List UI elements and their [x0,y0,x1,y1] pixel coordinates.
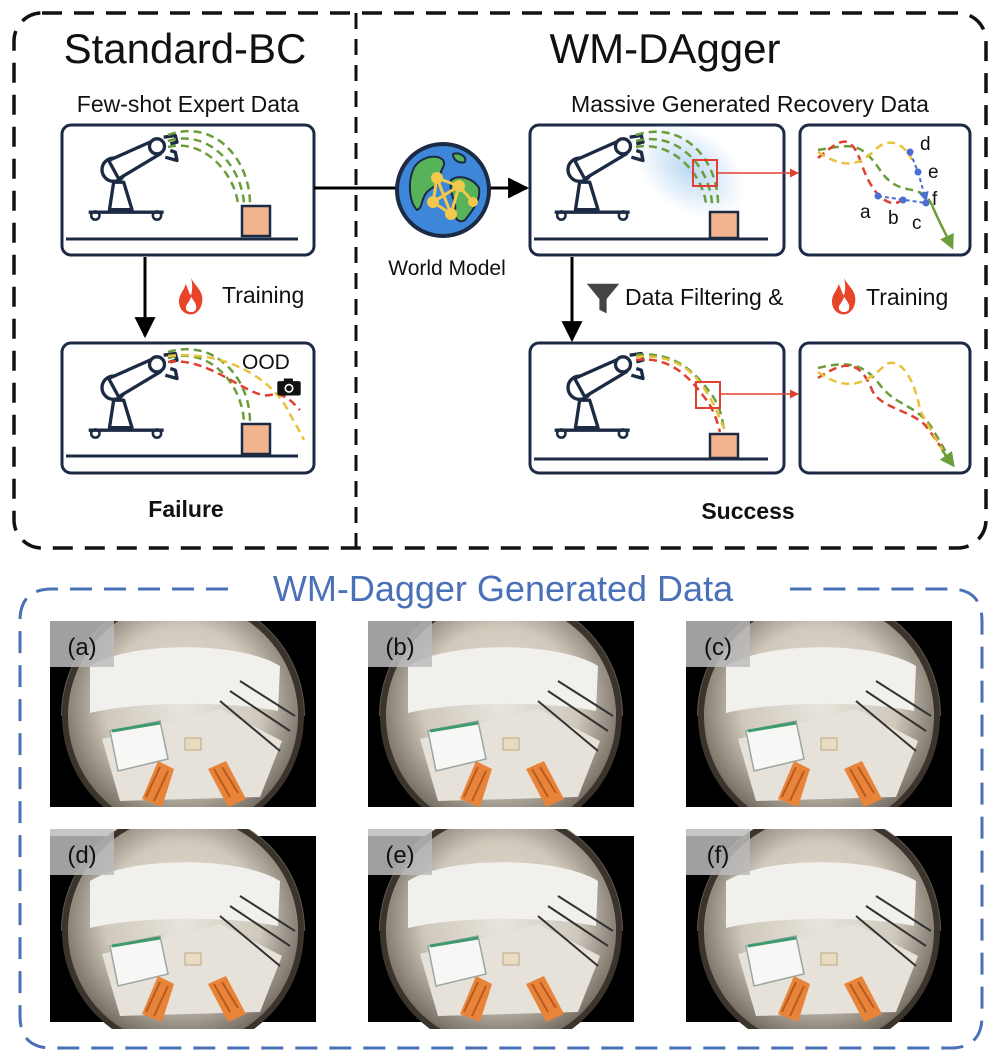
frame-label-e: (e) [385,842,414,869]
fire-icon [179,277,203,315]
few-shot-label: Few-shot Expert Data [77,91,300,117]
success-label: Success [701,498,794,524]
filter-label: Data Filtering & [625,284,784,310]
funnel-icon [586,283,620,314]
generated-data-panel [528,121,786,257]
method-container [12,11,988,550]
success-panel [528,341,786,475]
point-label-e: e [928,162,939,183]
training-label-left: Training [222,282,304,308]
frame-label-a: (a) [67,634,96,661]
training-label-right: Training [866,284,948,310]
ood-label: OOD [242,351,290,374]
gallery-container [18,587,984,1050]
point-label-c: c [912,213,922,234]
recovery-zoom-panel: a b c d e f [798,123,972,257]
frame-f: (f) [686,829,952,1049]
point-label-b: b [888,208,899,229]
frame-e: (e) [368,829,634,1049]
globe-icon [395,142,491,238]
frame-label-f: (f) [707,842,730,869]
gallery-title: WM-Dagger Generated Data [273,568,734,609]
ood-panel: OOD [60,341,316,475]
point-label-f: f [932,189,938,210]
frame-d: (d) [50,829,316,1049]
frame-c: (c) [686,621,952,834]
point-label-a: a [860,202,871,223]
failure-label: Failure [148,496,223,522]
expert-data-panel [60,123,316,257]
standard-bc-title: Standard-BC [64,25,307,72]
success-zoom-panel [798,341,972,475]
frame-a: (a) [50,621,316,834]
frame-b: (b) [368,621,634,834]
fire-icon [832,277,856,315]
frame-label-c: (c) [704,634,732,661]
point-label-d: d [920,134,931,155]
world-model-label: World Model [388,257,506,280]
generated-data-label: Massive Generated Recovery Data [571,91,929,117]
wm-dagger-title: WM-DAgger [549,25,780,72]
frame-label-b: (b) [385,634,414,661]
frame-label-d: (d) [67,842,96,869]
